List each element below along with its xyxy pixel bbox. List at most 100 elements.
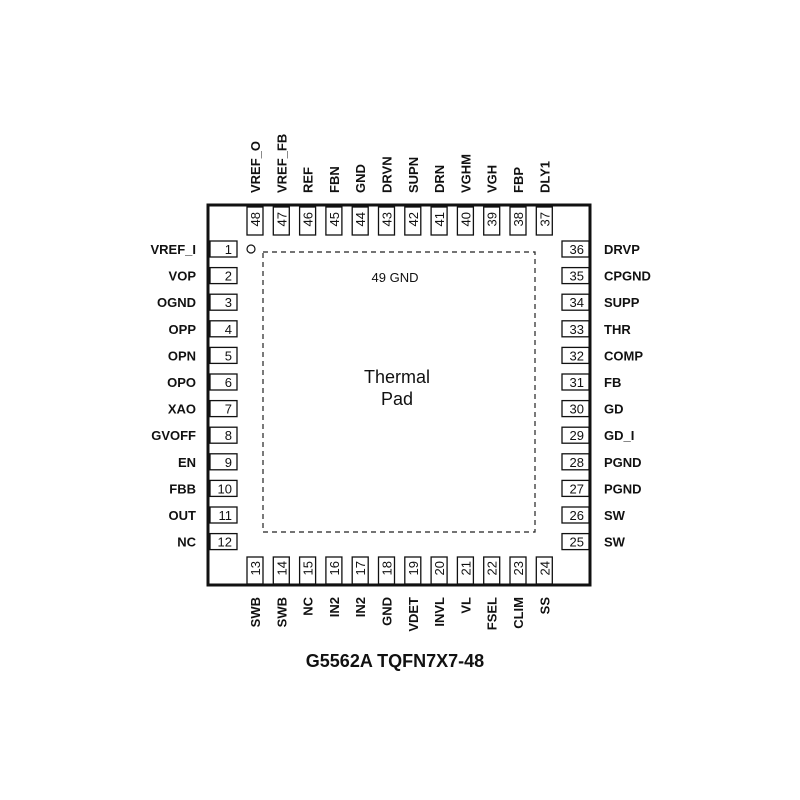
- pin-label: GND: [380, 597, 395, 626]
- pin-number: 48: [248, 212, 263, 226]
- pin-box-23: [509, 556, 527, 585]
- pin-label: FBN: [327, 166, 342, 193]
- pin-number: 9: [225, 455, 232, 470]
- pin-label: FBP: [511, 167, 526, 193]
- pin-number: 17: [353, 561, 368, 575]
- pin-label: VGHM: [458, 154, 473, 193]
- thermal-pad-outline: [262, 251, 536, 533]
- pin-number: 12: [218, 535, 232, 550]
- thermal-pad-label-line1: Thermal: [364, 367, 430, 387]
- pin-number: 29: [570, 428, 584, 443]
- pin-label: VGH: [485, 165, 500, 193]
- pin-box-6: [209, 373, 238, 391]
- pin-box-45: [325, 206, 343, 236]
- pin-label: THR: [604, 322, 631, 337]
- pin-number: 27: [570, 481, 584, 496]
- pin-number: 28: [570, 455, 584, 470]
- pin-number: 19: [406, 561, 421, 575]
- pin-box-41: [430, 206, 448, 236]
- pin-box-38: [509, 206, 527, 236]
- pin-label: VREF_O: [248, 141, 263, 193]
- pin-number: 47: [274, 212, 289, 226]
- pin-label: SWB: [274, 597, 289, 627]
- pin-box-2: [209, 266, 238, 285]
- pin-number: 3: [225, 295, 232, 310]
- pin-number: 2: [225, 269, 232, 284]
- pin-label: GD_I: [604, 428, 634, 443]
- pin-label: SUPP: [604, 295, 640, 310]
- pin-number: 25: [570, 535, 584, 550]
- pin-box-40: [456, 206, 475, 236]
- pin-label: OGND: [157, 295, 196, 310]
- pin-box-21: [456, 556, 475, 585]
- pin-box-11: [209, 506, 238, 524]
- thermal-pad-label-line2: Pad: [381, 389, 413, 409]
- pin-box-10: [209, 479, 238, 498]
- pin-number: 34: [570, 295, 584, 310]
- pin-number: 41: [432, 212, 447, 226]
- pin-number: 22: [485, 561, 500, 575]
- pin-number: 39: [485, 212, 500, 226]
- pin-label: PGND: [604, 481, 642, 496]
- pin-number: 6: [225, 375, 232, 390]
- pin-number: 45: [327, 212, 342, 226]
- pin-box-33: [561, 320, 590, 338]
- pin-label: SWB: [248, 597, 263, 627]
- pin-label: EN: [178, 455, 196, 470]
- pin-box-27: [561, 479, 590, 498]
- pin-box-42: [404, 206, 422, 236]
- pin-label: DRN: [432, 165, 447, 193]
- pin-label: VREF_I: [150, 242, 196, 257]
- pin-label: VREF_FB: [274, 134, 289, 193]
- pin-label: DLY1: [537, 161, 552, 193]
- pin-box-3: [209, 293, 238, 311]
- pin-number: 15: [301, 561, 316, 575]
- pin-label: FSEL: [485, 597, 500, 630]
- pin-label: SS: [537, 597, 552, 615]
- package-body: [206, 203, 592, 587]
- pin-box-24: [535, 556, 553, 585]
- pin-label: NC: [177, 535, 196, 550]
- pin-number: 13: [248, 561, 263, 575]
- pin-box-12: [209, 532, 238, 551]
- pin-label: GVOFF: [151, 428, 196, 443]
- pin-label: VDET: [406, 597, 421, 632]
- pin-label: INVL: [432, 597, 447, 627]
- pin-label: OPP: [169, 322, 197, 337]
- thermal-pad-pin-label: 49 GND: [372, 270, 419, 285]
- pin-box-34: [561, 293, 590, 311]
- pin-box-29: [561, 426, 590, 444]
- pin-number: 32: [570, 348, 584, 363]
- pin-box-39: [483, 206, 501, 236]
- pin-label: IN2: [353, 597, 368, 617]
- pin-number: 43: [380, 212, 395, 226]
- pin-label: REF: [301, 167, 316, 193]
- pin-label: CLIM: [511, 597, 526, 629]
- pin-label: FBB: [169, 481, 196, 496]
- pin-label: XAO: [168, 402, 196, 417]
- pin-label: VL: [458, 597, 473, 614]
- pin-label: COMP: [604, 348, 643, 363]
- pin-box-26: [561, 506, 590, 524]
- pin-box-22: [483, 556, 501, 585]
- pin-number: 24: [537, 561, 552, 575]
- pin-box-43: [377, 206, 396, 236]
- pin-box-14: [272, 556, 290, 585]
- pin-box-25: [561, 532, 590, 551]
- pin-number: 44: [353, 212, 368, 226]
- pin-number: 10: [218, 481, 232, 496]
- pin-number: 23: [511, 561, 526, 575]
- pin-box-13: [246, 556, 264, 585]
- pin-label: PGND: [604, 455, 642, 470]
- pin-number: 20: [432, 561, 447, 575]
- pin-label: NC: [301, 596, 316, 615]
- pin-box-36: [561, 240, 590, 258]
- pin-box-7: [209, 399, 238, 418]
- pin-number: 42: [406, 212, 421, 226]
- pin-label: SUPN: [406, 157, 421, 193]
- pin-number: 35: [570, 269, 584, 284]
- pin-box-20: [430, 556, 448, 585]
- pin-label: DRVN: [380, 156, 395, 193]
- pins-group: 1VREF_I2VOP3OGND4OPP5OPN6OPO7XAO8GVOFF9E…: [150, 134, 650, 632]
- pin-box-17: [351, 556, 369, 585]
